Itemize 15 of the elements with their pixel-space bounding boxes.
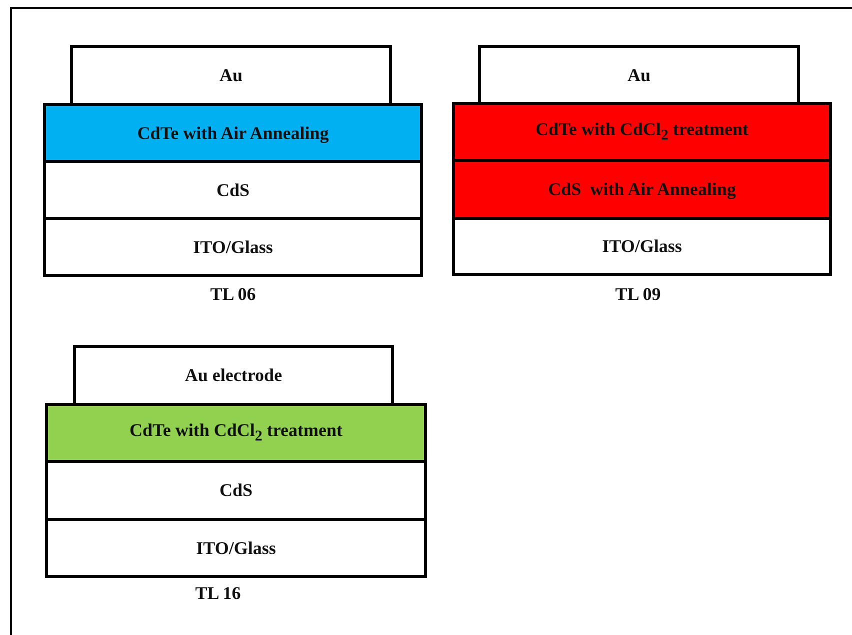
layer-box: ITO/Glass — [452, 217, 832, 276]
layer-box: CdTe with Air Annealing — [43, 103, 423, 163]
layer-box: CdTe with CdCl$_{2}$ treatment — [45, 403, 427, 463]
layer-box: CdS — [45, 460, 427, 521]
layer-box: Au — [70, 45, 392, 106]
layer-box: ITO/Glass — [43, 217, 423, 277]
sample-label: TL 09 — [614, 284, 662, 305]
layer-box: CdS with Air Annealing — [452, 159, 832, 220]
sample-label: TL 16 — [194, 583, 242, 604]
layer-box: Au electrode — [73, 345, 394, 406]
layer-box: ITO/Glass — [45, 518, 427, 578]
layer-box: CdTe with CdCl$_{2}$ treatment — [452, 102, 832, 162]
layer-box: CdS — [43, 160, 423, 220]
layer-box: Au — [478, 45, 800, 105]
sample-label: TL 06 — [209, 284, 257, 305]
